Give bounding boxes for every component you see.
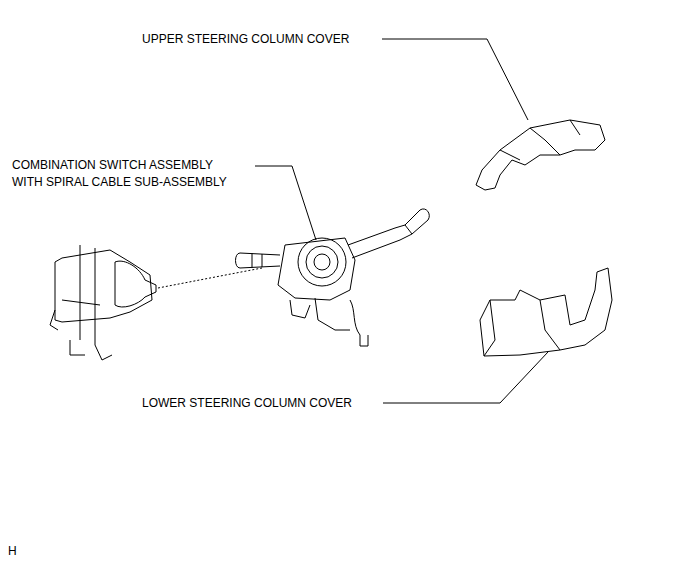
leader-line: [255, 166, 316, 240]
part-name: UPPER STEERING COLUMN COVER: [142, 31, 349, 48]
combination-switch: [236, 209, 430, 346]
figure-code: H: [8, 543, 17, 560]
lower-cover: [480, 268, 612, 356]
upper-cover: [476, 120, 605, 190]
leader-line: [382, 39, 528, 120]
assembly-direction-line: [158, 268, 262, 288]
leader-line: [383, 352, 548, 403]
part-name: LOWER STEERING COLUMN COVER: [142, 395, 352, 412]
part-name: COMBINATION SWITCH ASSEMBLY WITH SPIRAL …: [12, 157, 240, 191]
steering-column: [50, 245, 156, 360]
